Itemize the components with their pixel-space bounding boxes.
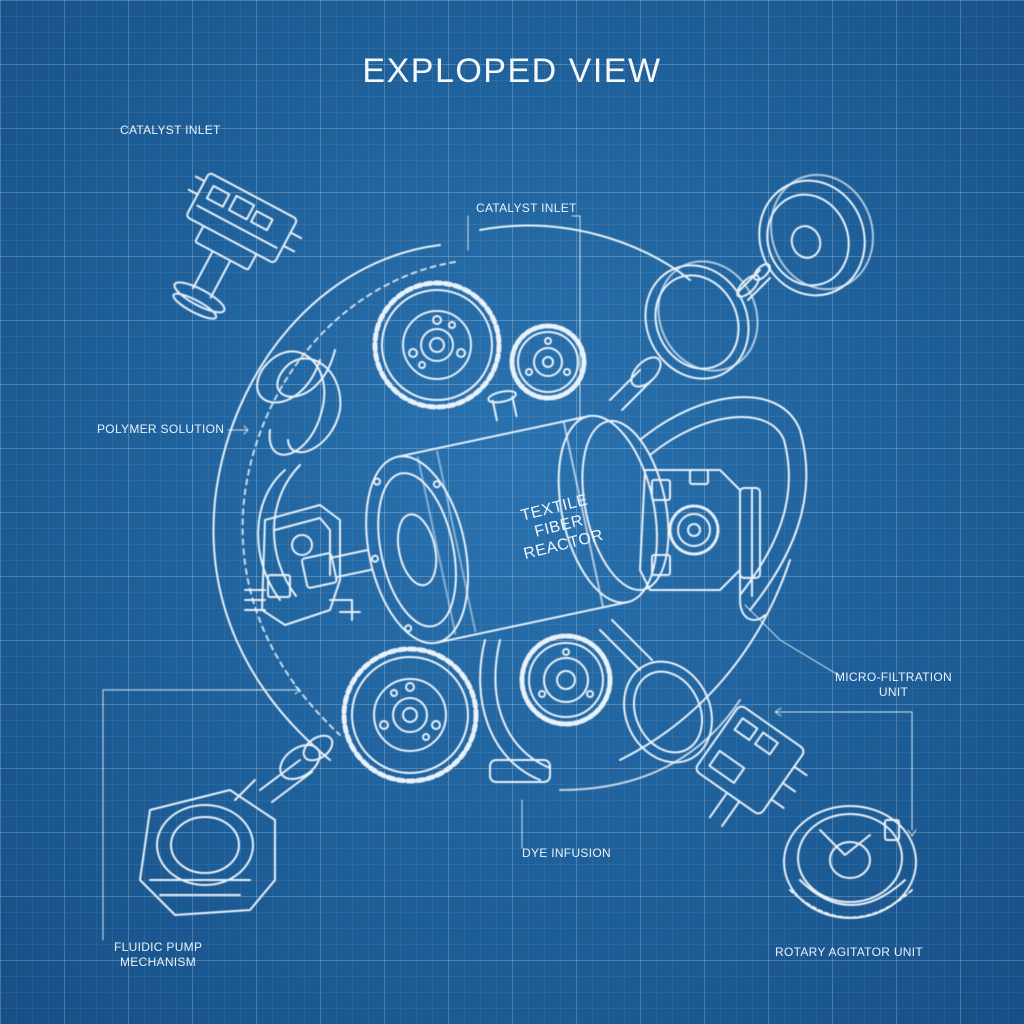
leader-lines — [102, 215, 917, 941]
fluidic-pump-component — [139, 734, 334, 916]
bottom-right-ring — [623, 660, 713, 764]
label-fluidic-pump-line1: FLUIDIC PUMP — [114, 940, 203, 954]
reactor-cylinder — [301, 390, 670, 645]
right-gear-block — [639, 469, 761, 591]
label-catalyst-inlet-top-left: CATALYST INLET — [120, 123, 221, 137]
label-catalyst-inlet-center: CATALYST INLET — [476, 201, 577, 215]
label-fluidic-pump: FLUIDIC PUMP MECHANISM — [114, 940, 202, 970]
label-micro-filtration: MICRO-FILTRATION UNIT — [835, 670, 952, 700]
gear-top-center — [509, 323, 587, 401]
label-micro-filtration-line1: MICRO-FILTRATION — [835, 670, 953, 684]
label-fluidic-pump-line2: MECHANISM — [120, 955, 197, 969]
top-right-disc — [758, 173, 875, 297]
catalyst-inlet-component-top-left — [172, 172, 303, 320]
outer-frame-arcs — [212, 224, 791, 791]
label-dye-infusion: DYE INFUSION — [522, 846, 611, 860]
label-rotary-agitator: ROTARY AGITATOR UNIT — [775, 945, 924, 959]
top-right-ring — [644, 260, 759, 380]
label-polymer-solution: POLYMER SOLUTION — [97, 422, 225, 436]
bottom-right-cylinder — [695, 705, 808, 827]
gear-bottom-center — [519, 633, 613, 727]
top-right-nozzle — [609, 263, 771, 411]
rotary-agitator-unit — [783, 805, 917, 919]
gear-top-left — [372, 280, 502, 410]
label-micro-filtration-line2: UNIT — [878, 685, 909, 699]
left-pump-block — [244, 504, 361, 626]
bottom-tubes — [479, 619, 653, 783]
gear-bottom-left — [341, 646, 479, 784]
diagram-title: EXPLOPED VIEW — [362, 52, 662, 90]
hose-loops-left — [256, 349, 342, 601]
